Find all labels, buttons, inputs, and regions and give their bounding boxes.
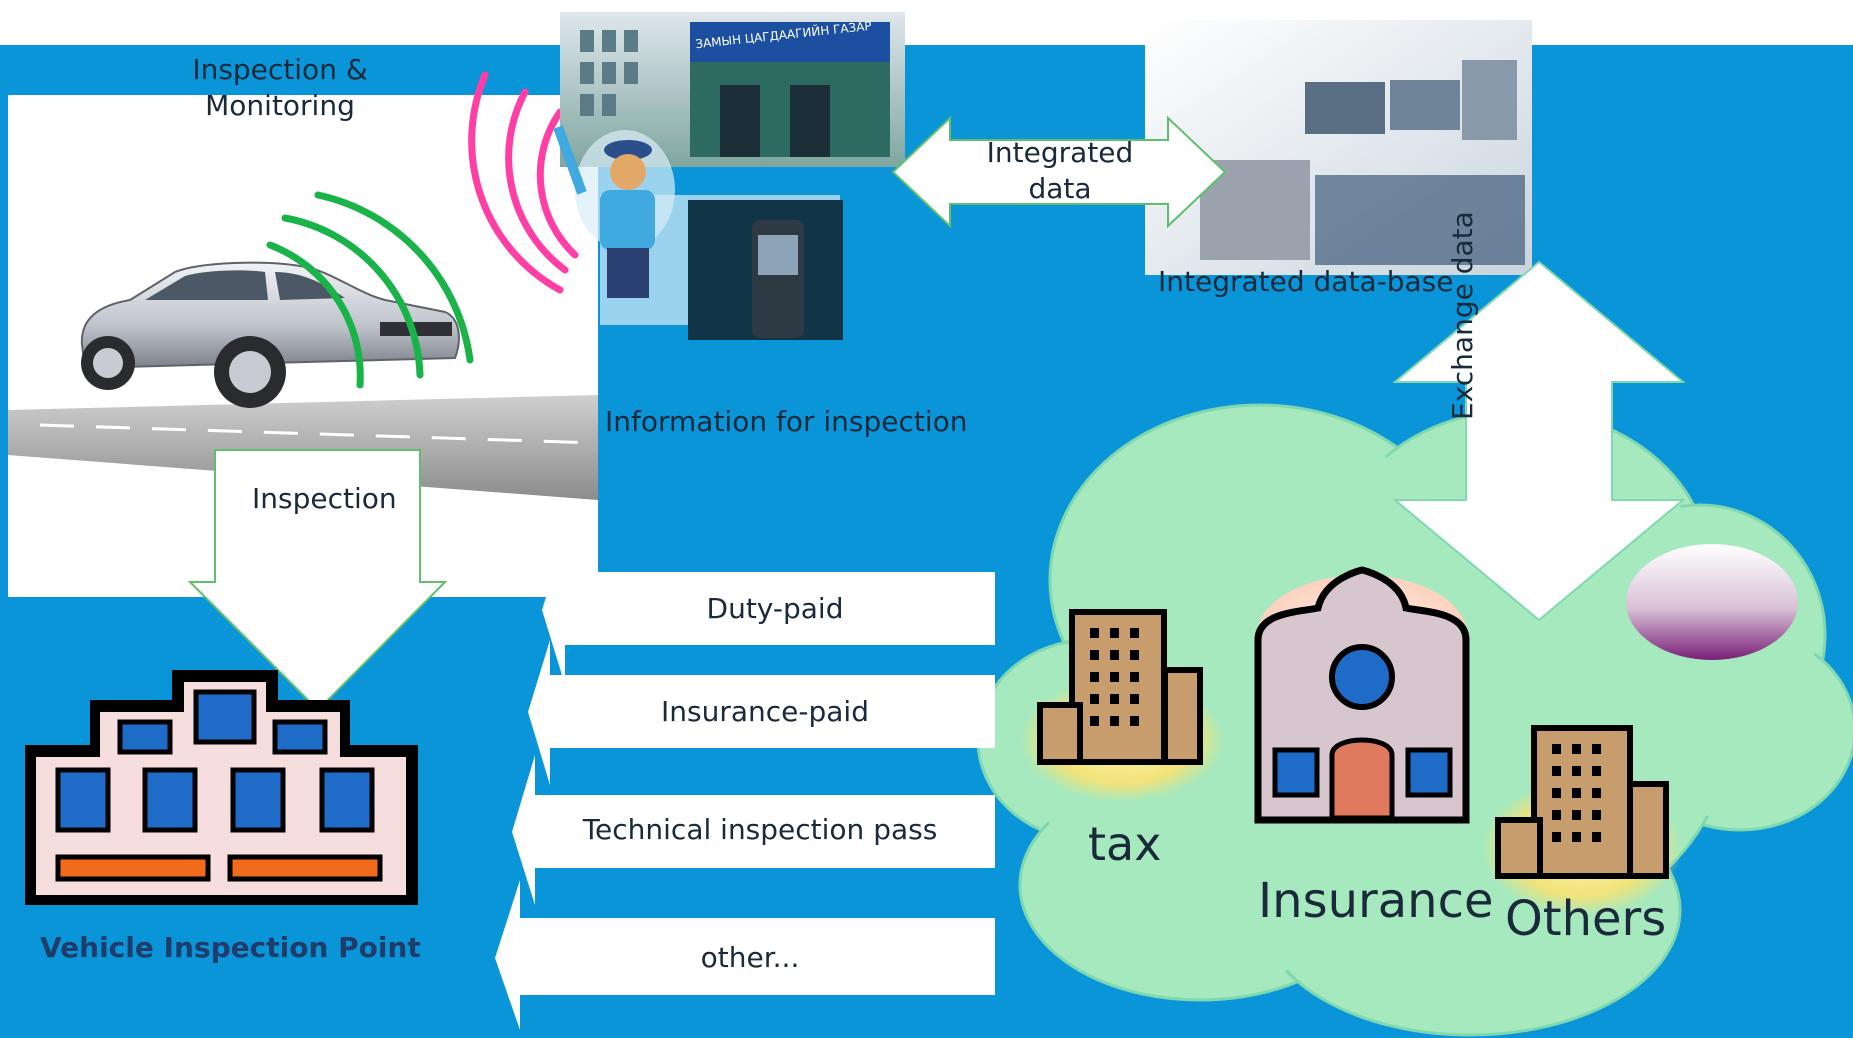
vehicle-inspection-point-label: Vehicle Inspection Point: [40, 931, 421, 964]
road-dashes: [39, 423, 599, 445]
flow-arrow-duty-paid: [542, 535, 995, 685]
flow-arrow-technical-inspection: [512, 755, 995, 905]
flow-label-duty-paid: Duty-paid: [706, 592, 844, 625]
inspection-label: Inspection: [252, 482, 397, 515]
flow-label-insurance-paid: Insurance-paid: [661, 695, 869, 728]
integrated-data-label: Integrated data: [986, 136, 1134, 206]
handheld-device-photo: [688, 200, 843, 340]
road: [8, 395, 598, 500]
control-room-photo: [1145, 20, 1532, 275]
tax-label: tax: [1088, 817, 1162, 871]
exchange-data-label: Exchange data: [1446, 211, 1479, 420]
integrated-database-label: Integrated data-base: [1158, 265, 1454, 298]
green-signal-arcs: [266, 191, 474, 389]
pink-signal-arcs: [468, 71, 579, 294]
flow-label-other: other...: [700, 941, 800, 974]
flow-arrow-other: [495, 880, 995, 1030]
vehicle-inspection-point-building-icon: [25, 670, 418, 905]
tax-building-icon: [1020, 609, 1224, 802]
others-label: Others: [1505, 891, 1667, 947]
insurance-label: Insurance: [1258, 873, 1494, 929]
others-building-icon: [1482, 725, 1682, 916]
purple-oval: [1626, 544, 1798, 660]
flow-label-technical-inspection-pass: Technical inspection pass: [582, 813, 938, 846]
police-office-photo: [560, 12, 905, 167]
flow-arrow-insurance-paid: [528, 640, 995, 785]
inspection-arrow: [187, 449, 448, 712]
inspection-monitoring-label: Inspection & Monitoring: [192, 53, 368, 123]
insurance-building-icon: [1254, 566, 1470, 824]
car-icon: [80, 261, 460, 408]
information-for-inspection-label: Information for inspection: [605, 405, 968, 438]
exchange-data-arrow: [1392, 260, 1686, 622]
integrated-data-arrow: [891, 115, 1227, 229]
